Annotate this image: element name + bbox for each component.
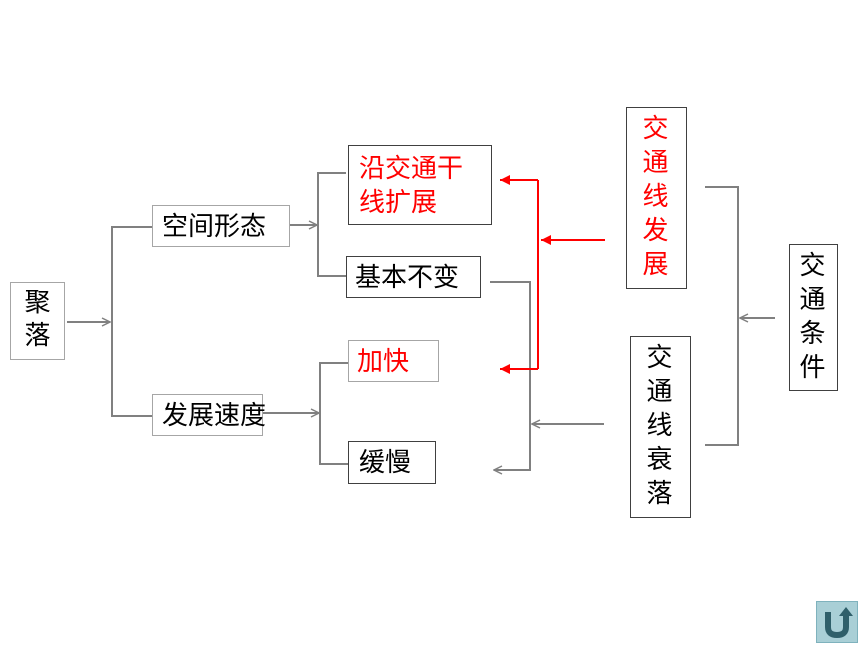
- spatial-form-label: 空间形态: [162, 212, 267, 242]
- slower-label: 缓慢: [359, 448, 412, 478]
- along-trunk-label: 沿交通干线扩展: [359, 154, 464, 218]
- transport-conditions-label: 交通条件: [799, 251, 826, 383]
- faster-label: 加快: [357, 347, 410, 377]
- return-button[interactable]: [816, 601, 858, 643]
- transport-line-dev-box: 交通线发展: [626, 107, 687, 289]
- dev-speed-box: 发展速度: [152, 394, 267, 436]
- transport-line-decline-label: 交通线衰落: [646, 343, 673, 509]
- settlement-label: 聚落: [24, 288, 51, 351]
- decline-bracket: [490, 281, 531, 470]
- dev-speed-bracket: [319, 362, 348, 465]
- conditions-bracket: [705, 186, 739, 446]
- slower-box: 缓慢: [348, 441, 436, 484]
- spatial-form-bracket: [317, 172, 346, 277]
- along-trunk-box: 沿交通干线扩展: [348, 145, 492, 225]
- transport-line-decline-box: 交通线衰落: [630, 336, 691, 518]
- transport-conditions-box: 交通条件: [789, 244, 838, 391]
- faster-box: 加快: [348, 340, 439, 382]
- u-turn-return-icon: [825, 607, 853, 639]
- unchanged-box: 基本不变: [346, 256, 481, 298]
- transport-line-dev-label: 交通线发展: [642, 114, 669, 280]
- unchanged-label: 基本不变: [355, 263, 460, 293]
- spatial-form-box: 空间形态: [152, 205, 290, 247]
- dev-speed-label: 发展速度: [162, 401, 267, 431]
- settlement-bracket: [111, 226, 152, 417]
- settlement-box: 聚落: [10, 282, 65, 360]
